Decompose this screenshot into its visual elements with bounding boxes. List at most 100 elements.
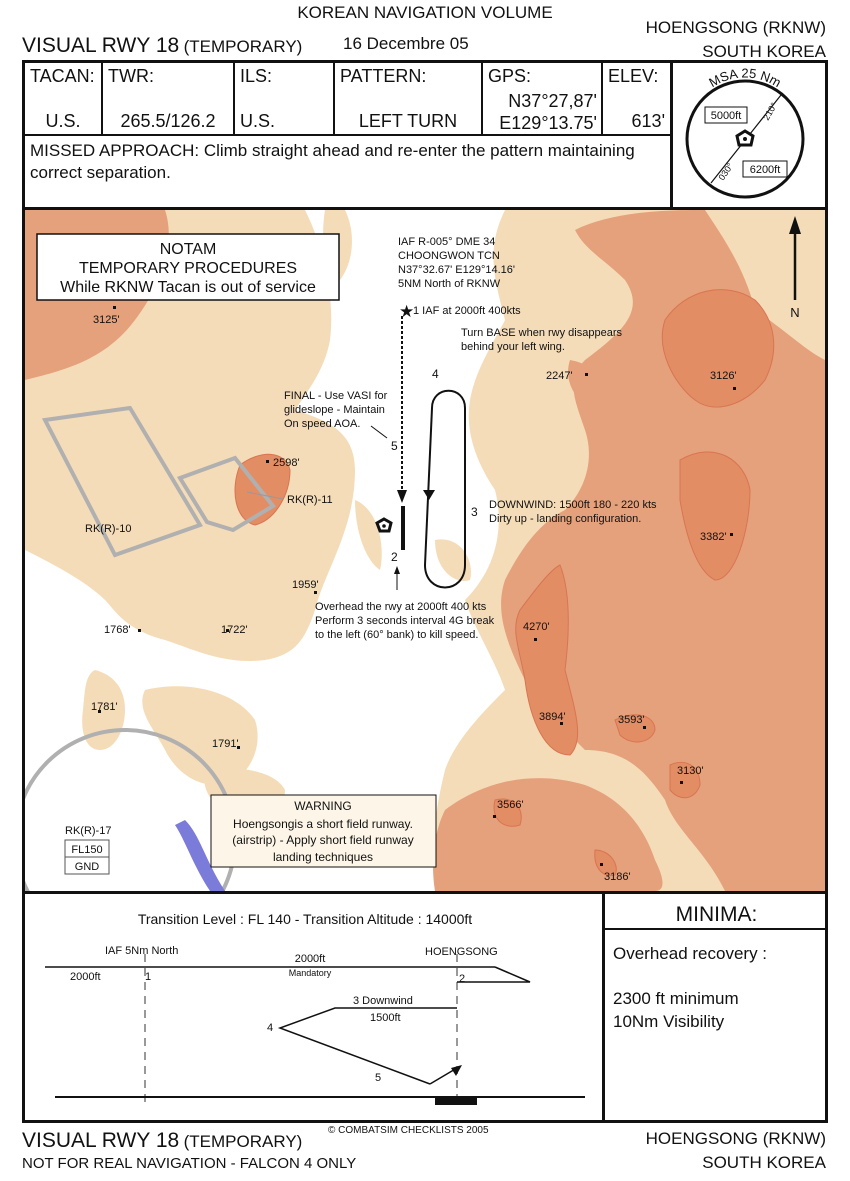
msa-box-1 [704, 106, 748, 124]
profile-airport-label: HOENGSONG [425, 946, 498, 958]
elev-spot: 3130' [677, 765, 704, 777]
elev-spot: 3894' [539, 711, 566, 723]
tacan-label: TACAN: [30, 66, 95, 86]
landing-pattern [423, 389, 466, 589]
profile-downwind: 3 Downwind [353, 995, 413, 1007]
elev-spot: 4270' [523, 621, 550, 633]
title-main: VISUAL RWY 18 [22, 34, 180, 57]
final-info-3: On speed AOA. [284, 418, 360, 430]
elev-cell: ELEV: 613' [603, 62, 671, 134]
iaf-info-2: CHOONGWON TCN [398, 250, 500, 262]
warning-line2: (airstrip) - Apply short field runway [232, 833, 413, 847]
iaf-info-4: 5NM North of RKNW [398, 278, 501, 290]
base-info-2: behind your left wing. [461, 341, 565, 353]
ils-cell: ILS: U.S. [235, 62, 335, 134]
overhead-info-1: Overhead the rwy at 2000ft 400 kts [315, 601, 487, 613]
pattern-point-5: 5 [391, 439, 398, 453]
rk11-label: RK(R)-11 [287, 494, 333, 506]
msa-diagram: MSA 25 Nm 5000ft 6200ft 210° 030° [685, 66, 805, 199]
warning-line1: Hoengsongis a short field runway. [233, 817, 413, 831]
map-top-divider [22, 207, 828, 210]
iaf-info-1: IAF R-005° DME 34 [398, 236, 495, 248]
profile-point-5: 5 [375, 1072, 381, 1084]
pattern-label: PATTERN: [340, 66, 427, 86]
vertical-profile: Transition Level : FL 140 - Transition A… [45, 911, 585, 1108]
pattern-value: LEFT TURN [358, 111, 458, 131]
base-info-1: Turn BASE when rwy disappears [461, 327, 622, 339]
footer-airport: HOENGSONG (RKNW) [645, 1129, 826, 1148]
overhead-info-2: Perform 3 seconds interval 4G break [315, 615, 495, 627]
elev-label: ELEV: [608, 66, 659, 86]
river [175, 820, 225, 891]
profile-pattern-line [277, 1007, 457, 1085]
gps-lon: E129°13.75' [499, 113, 597, 133]
final-info-1: FINAL - Use VASI for [284, 390, 388, 402]
msa-bearing-1: 210° [761, 101, 779, 122]
profile-mandatory: Mandatory [289, 968, 332, 978]
warning-title: WARNING [294, 799, 352, 813]
msa-title: MSA 25 Nm [706, 66, 783, 91]
iaf-info-3: N37°32.67' E129°14.16' [398, 264, 515, 276]
approach-map: RK(R)-10 RK(R)-11 RK(R)-17 FL150 GND NOT… [25, 210, 825, 891]
notam-box [36, 233, 340, 301]
profile-point-4: 4 [267, 1022, 273, 1034]
msa-circle [685, 79, 805, 199]
tacan-symbol-icon [735, 129, 755, 147]
profile-runway [435, 1097, 477, 1105]
final-leader [370, 425, 388, 439]
info-divider [22, 134, 672, 136]
rk10-label: RK(R)-10 [85, 523, 131, 535]
restricted-rk11 [177, 455, 276, 533]
ils-label: ILS: [240, 66, 273, 86]
elev-spot: 3186' [604, 871, 631, 883]
elev-spot: 2247' [546, 370, 573, 382]
ils-value: U.S. [240, 111, 276, 131]
profile-point-1: 1 [145, 971, 151, 983]
notam-line2: While RKNW Tacan is out of service [60, 279, 316, 296]
downwind-info-2: Dirty up - landing configuration. [489, 513, 641, 525]
header-airport-block: HOENGSONG (RKNW) SOUTH KOREA [646, 16, 826, 64]
twr-label: TWR: [108, 66, 154, 86]
iaf-label: 1 IAF at 2000ft 400kts [413, 305, 521, 317]
tacan-station-icon [375, 517, 393, 533]
copyright: © COMBATSIM CHECKLISTS 2005 [328, 1125, 489, 1136]
gps-coords: N37°27,87' E129°13.75' [499, 90, 597, 134]
minima-divider [602, 891, 605, 1123]
profile-alt-2000-mid: 2000ft [295, 953, 326, 965]
footer-country: SOUTH KOREA [702, 1153, 826, 1172]
pattern-cell: PATTERN: LEFT TURN [335, 62, 483, 134]
profile-break-turn [457, 966, 531, 983]
minima-line3: 10Nm Visibility [613, 1012, 725, 1031]
elevation-spots: 3125' 2247' 3126' 2598' 3382' 1959' 1768… [91, 306, 737, 883]
profile-iaf-label: IAF 5Nm North [105, 945, 178, 957]
disclaimer: NOT FOR REAL NAVIGATION - FALCON 4 ONLY [22, 1155, 357, 1172]
msa-alt-2: 6200ft [750, 164, 781, 176]
notam-title: NOTAM [160, 241, 217, 258]
restricted-rk10 [41, 405, 203, 558]
chart-date: 16 Decembre 05 [343, 34, 469, 53]
pattern-point-4: 4 [432, 367, 439, 381]
pattern-point-2: 2 [391, 550, 398, 564]
profile-arrow-icon [451, 1065, 462, 1076]
msa-bearing-2: 030° [716, 161, 735, 182]
twr-value: 265.5/126.2 [120, 111, 216, 131]
minima-line2: 2300 ft minimum [613, 989, 739, 1008]
elev-spot: 2598' [273, 457, 300, 469]
elev-spot: 1959' [292, 579, 319, 591]
warning-line3: landing techniques [273, 850, 373, 864]
footer-airport-block: HOENGSONG (RKNW) SOUTH KOREA [646, 1127, 826, 1175]
tacan-value: U.S. [45, 111, 81, 131]
chart-title: VISUAL RWY 18 (TEMPORARY) [22, 34, 302, 58]
gps-cell: GPS: N37°27,87' E129°13.75' [483, 62, 603, 134]
twr-cell: TWR: 265.5/126.2 [103, 62, 235, 134]
elev-spot: 1722' [221, 624, 248, 636]
elev-spot: 3126' [710, 370, 737, 382]
pattern-point-3: 3 [471, 505, 478, 519]
elev-spot: 3382' [700, 531, 727, 543]
runway [401, 506, 405, 550]
minima-title-divider [602, 928, 828, 930]
final-info-2: glideslope - Maintain [284, 404, 385, 416]
rk17-label: RK(R)-17 [65, 825, 111, 837]
elev-spot: 3593' [618, 714, 645, 726]
elev-spot: 1781' [91, 701, 118, 713]
